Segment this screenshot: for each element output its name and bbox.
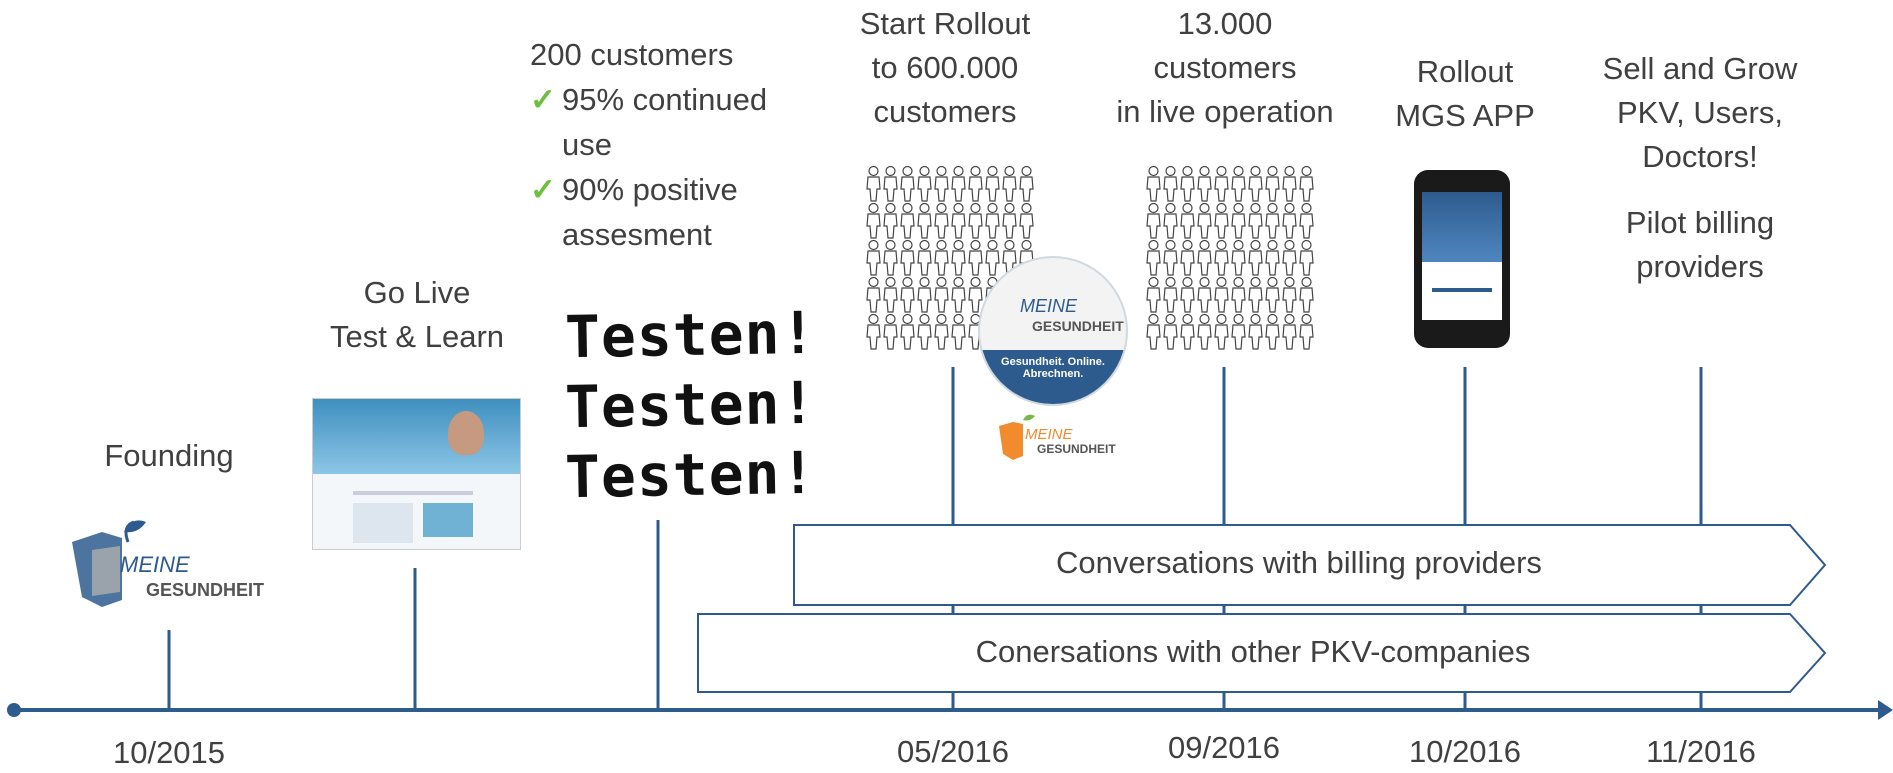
testen-customers: 200 customers bbox=[530, 37, 734, 72]
grow-line3: Doctors! bbox=[1642, 139, 1758, 174]
people-crowd-icon bbox=[1145, 165, 1315, 350]
badge-gesundheit: GESUNDHEIT bbox=[1032, 318, 1124, 334]
live-line2: customers bbox=[1153, 50, 1297, 85]
logo-meine-text: MEINE bbox=[120, 552, 190, 577]
small-logo-gesundheit: GESUNDHEIT bbox=[1037, 442, 1116, 456]
golive-label-line1: Go Live bbox=[363, 275, 471, 310]
golive-label-line2: Test & Learn bbox=[329, 319, 505, 354]
grow-line4: Pilot billing bbox=[1625, 205, 1775, 240]
testen-word-3: Testen! bbox=[564, 438, 818, 512]
meine-gesundheit-logo-icon bbox=[72, 520, 146, 607]
badge-meine: MEINE bbox=[1020, 296, 1078, 316]
grow-line1: Sell and Grow bbox=[1602, 51, 1798, 86]
grow-line5: providers bbox=[1636, 249, 1764, 284]
badge-tagline2: Abrechnen. bbox=[1022, 368, 1084, 380]
live-line3: in live operation bbox=[1116, 94, 1334, 129]
date-app: 10/2016 bbox=[1408, 734, 1522, 769]
website-image bbox=[423, 503, 473, 537]
timeline-arrowhead bbox=[1878, 700, 1893, 720]
phone-screen-line bbox=[1432, 288, 1492, 292]
rollout-line1: Start Rollout bbox=[859, 6, 1031, 41]
testen-word-2: Testen! bbox=[564, 368, 818, 442]
website-block bbox=[353, 503, 413, 543]
date-rollout: 05/2016 bbox=[896, 734, 1010, 769]
app-line1: Rollout bbox=[1416, 54, 1514, 89]
testen-block: 200 customers ✓ 95% continued use ✓ 90% … bbox=[530, 32, 810, 257]
date-live: 09/2016 bbox=[1167, 730, 1281, 765]
testen-bullet1-text: 95% continued use bbox=[561, 82, 768, 162]
founding-logo: MEINE GESUNDHEIT bbox=[62, 512, 282, 607]
phone-screen bbox=[1422, 192, 1502, 320]
website-person bbox=[448, 411, 484, 455]
live-line1: 13.000 bbox=[1177, 6, 1273, 41]
testen-bullet2-text: 90% positive assesment bbox=[561, 172, 738, 252]
website-text-line bbox=[353, 491, 473, 495]
small-logo: MEINE GESUNDHEIT bbox=[995, 412, 1135, 467]
check-icon: ✓ bbox=[530, 82, 556, 117]
logo-badge: MEINE GESUNDHEIT Gesundheit. Online. Abr… bbox=[978, 256, 1128, 406]
badge-tagline: Gesundheit. Online. Abrechnen. bbox=[980, 350, 1126, 404]
arrow-billing-text: Conversations with billing providers bbox=[1056, 545, 1542, 580]
testen-word-1: Testen! bbox=[564, 298, 818, 372]
logo-gesundheit-text: GESUNDHEIT bbox=[146, 580, 265, 600]
smartphone-icon bbox=[1414, 170, 1510, 348]
website-screenshot bbox=[312, 398, 521, 550]
phone-screen-header bbox=[1422, 192, 1502, 262]
meine-gesundheit-logo-icon bbox=[999, 414, 1035, 460]
arrow-billing-shape bbox=[793, 524, 1827, 606]
small-logo-meine: MEINE bbox=[1025, 426, 1073, 443]
date-founding: 10/2015 bbox=[112, 735, 226, 770]
date-grow: 11/2016 bbox=[1646, 734, 1756, 769]
website-hero bbox=[313, 399, 520, 474]
timeline-start-dot bbox=[7, 703, 21, 717]
rollout-line2: to 600.000 bbox=[871, 50, 1019, 85]
rollout-line3: customers bbox=[873, 94, 1017, 129]
testen-bullet-2: ✓ 90% positive assesment bbox=[530, 167, 810, 257]
check-icon: ✓ bbox=[530, 172, 556, 207]
founding-label: Founding bbox=[104, 438, 234, 473]
arrow-pkv-shape bbox=[697, 613, 1827, 693]
testen-bullet-1: ✓ 95% continued use bbox=[530, 77, 810, 167]
arrow-pkv-text: Conersations with other PKV-companies bbox=[975, 634, 1531, 669]
app-line2: MGS APP bbox=[1395, 98, 1535, 133]
grow-line2: PKV, Users, bbox=[1617, 95, 1783, 130]
badge-tagline1: Gesundheit. Online. bbox=[1001, 356, 1105, 368]
